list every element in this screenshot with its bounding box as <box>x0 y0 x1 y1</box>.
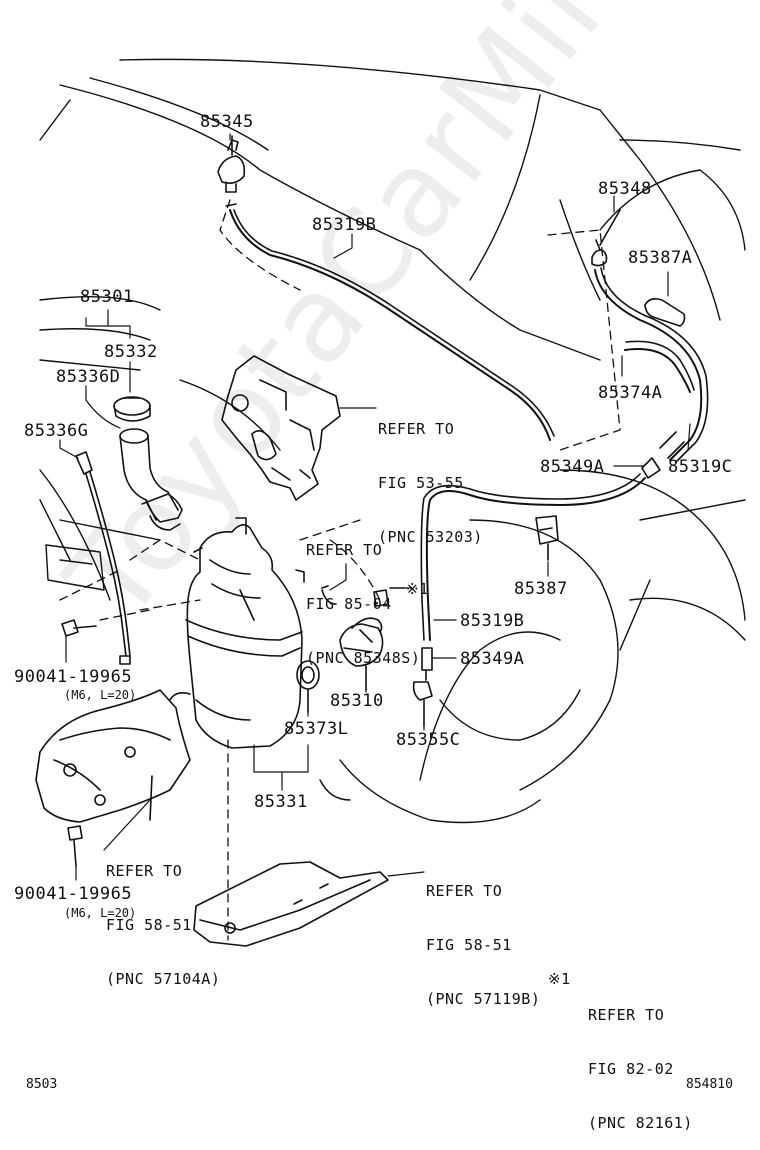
refer-53-55-line3: (PNC 53203) <box>378 528 483 546</box>
refer-58-51-a-line1: REFER TO <box>106 862 183 880</box>
refer-53-55-line1: REFER TO <box>378 420 455 438</box>
refer-85-04-line1: REFER TO <box>306 541 383 559</box>
label-85332: 85332 <box>104 342 158 362</box>
label-85310: 85310 <box>330 691 384 711</box>
refer-58-51-b-line3: (PNC 57119B) <box>426 990 541 1008</box>
refer-53-55: REFER TO FIG 53-55 (PNC 53203) <box>378 384 483 564</box>
connector-85349a-top <box>641 457 661 479</box>
nozzle-85348 <box>591 209 621 267</box>
refer-85-04: REFER TO FIG 85-04 (PNC 85348S) <box>306 505 420 685</box>
footer-left-code: 8503 <box>26 1077 58 1092</box>
bolt-upper <box>61 619 97 637</box>
refer-58-51-a: REFER TO FIG 58-51 (PNC 57104A) <box>106 826 220 1006</box>
hose-85374a <box>624 348 691 393</box>
hose-85319b-mid <box>425 477 646 641</box>
refer-53-55-line2: FIG 53-55 <box>378 474 464 492</box>
footer-right-code: 854810 <box>686 1077 733 1092</box>
label-85336g: 85336G <box>24 421 89 441</box>
hose-85319b-top <box>229 209 551 441</box>
label-bolt-upper: 90041-19965 <box>14 667 133 687</box>
refer-58-51-b: REFER TO FIG 58-51 (PNC 57119B) <box>426 846 540 1026</box>
fender-liner-57104a <box>35 689 191 823</box>
label-85374a: 85374A <box>598 383 663 403</box>
label-bolt-upper-spec: (M6, L=20) <box>64 688 137 702</box>
elbow-85355c <box>412 681 433 701</box>
body-outline <box>39 58 746 824</box>
cap-85332 <box>113 396 151 422</box>
label-85336d: 85336D <box>56 367 121 387</box>
refer-82-02: REFER TO FIG 82-02 (PNC 82161) <box>588 970 693 1150</box>
nozzle-85345 <box>217 135 246 193</box>
tank-85331 <box>185 517 305 749</box>
label-bolt-lower: 90041-19965 <box>14 884 133 904</box>
pump-85310 <box>339 617 384 691</box>
label-85345: 85345 <box>200 112 254 132</box>
mark-1-label: ※1 <box>406 580 429 598</box>
neck-85336d <box>119 428 183 531</box>
grommet-85387 <box>535 515 559 561</box>
label-bolt-lower-spec: (M6, L=20) <box>64 906 137 920</box>
label-85319c: 85319C <box>668 457 733 477</box>
refer-82-02-mark: ※1 <box>548 970 571 988</box>
label-85348: 85348 <box>598 179 652 199</box>
label-85387: 85387 <box>514 579 568 599</box>
label-85373l: 85373L <box>284 719 349 739</box>
connector-mark1 <box>373 589 389 607</box>
refer-58-51-a-line2: FIG 58-51 <box>106 916 192 934</box>
label-85355c: 85355C <box>396 730 461 750</box>
bracket-53203 <box>221 355 341 501</box>
refer-58-51-b-line1: REFER TO <box>426 882 503 900</box>
label-85387a: 85387A <box>628 248 693 268</box>
label-85301: 85301 <box>80 287 134 307</box>
label-85349a-mid: 85349A <box>460 649 525 669</box>
refer-85-04-line2: FIG 85-04 <box>306 595 392 613</box>
label-85319b-top: 85319B <box>312 215 377 235</box>
label-85331: 85331 <box>254 792 308 812</box>
hose-85319c <box>594 269 703 461</box>
refer-58-51-b-line2: FIG 58-51 <box>426 936 512 954</box>
refer-58-51-a-line3: (PNC 57104A) <box>106 970 221 988</box>
seal-85373l <box>296 660 320 713</box>
connector-85349a-mid <box>421 647 433 671</box>
label-85319b-mid: 85319B <box>460 611 525 631</box>
label-85349a-top: 85349A <box>540 457 605 477</box>
grommet-85387a <box>644 298 686 327</box>
bolt-lower <box>67 825 83 867</box>
refer-82-02-line3: (PNC 82161) <box>588 1114 693 1132</box>
parts-diagram <box>35 58 746 947</box>
refer-82-02-line2: FIG 82-02 <box>588 1060 674 1078</box>
refer-85-04-line3: (PNC 85348S) <box>306 649 421 667</box>
under-cover-57119b <box>193 861 389 947</box>
level-gauge-85336g <box>75 451 131 665</box>
refer-82-02-line1: REFER TO <box>588 1006 665 1024</box>
